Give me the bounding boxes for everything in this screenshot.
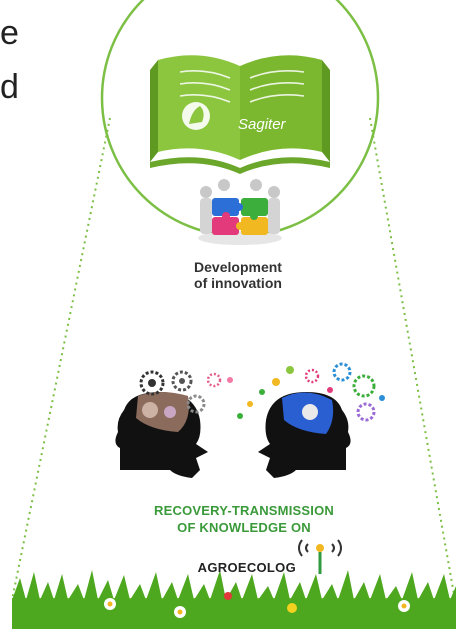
book-icon [150, 55, 330, 174]
gear-icon [332, 362, 352, 382]
gear-icon [356, 402, 376, 422]
gear-icon [352, 374, 376, 398]
recovery-title-line2: OF KNOWLEDGE ON [177, 520, 311, 535]
agroecology-label: AGROECOLOG [197, 560, 296, 575]
gear-icon [304, 368, 320, 384]
gear-icon [206, 372, 222, 388]
gear-icon [186, 394, 206, 414]
gear-icon [171, 370, 193, 392]
gear-icon [139, 370, 165, 396]
cropped-text-fragment: e [0, 14, 19, 52]
recovery-title-line1: RECOVERY-TRANSMISSION [154, 503, 334, 518]
dotted-frame [11, 117, 456, 601]
book-label: Sagiter [238, 116, 287, 133]
cropped-text-fragment: d [0, 68, 19, 106]
development-line1: Development [194, 259, 282, 275]
grass-strip [12, 570, 456, 629]
development-line2: of innovation [194, 275, 282, 291]
antenna-signal-icon [298, 539, 342, 574]
development-label: Development of innovation [148, 259, 328, 291]
puzzle-team-icon [198, 179, 282, 245]
heads-illustration [115, 362, 385, 478]
